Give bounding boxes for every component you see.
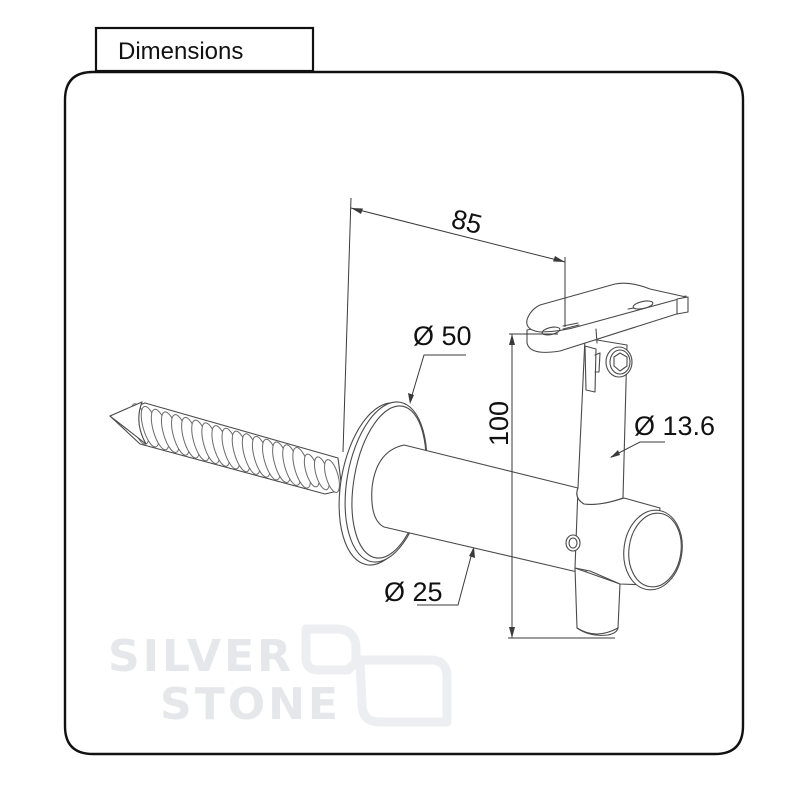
knuckle-slot: [584, 345, 597, 393]
extension-line-left: [342, 197, 352, 453]
screw-thread-ring: [324, 459, 340, 493]
vertical-post: [576, 337, 633, 505]
panel-tab: Dimensions: [94, 26, 315, 73]
tube-end-cap-rim: [628, 512, 682, 588]
dimension-height: 100: [484, 333, 615, 639]
set-screw-icon: [565, 534, 581, 552]
dimension-post-diameter: Ø 13.6: [610, 411, 715, 458]
post-body: [576, 337, 628, 505]
arrow-head-top: [509, 334, 515, 345]
leader-arrow-tube: [469, 547, 475, 558]
support-tube: [371, 444, 683, 636]
screw-threads: [130, 403, 340, 493]
saddle-slot-mark-right: [627, 307, 635, 310]
panel-title: Dimensions: [118, 38, 243, 65]
dimension-flange-diameter: Ø 50: [408, 321, 472, 404]
post-lower-bottom-edge: [576, 627, 619, 635]
dimension-projection: 85: [342, 197, 566, 453]
watermark-text-stone: STONE: [160, 679, 341, 730]
arrow-head-bottom: [509, 627, 515, 638]
tube-body: [371, 444, 587, 575]
saddle-slot-right: [632, 300, 654, 310]
watermark-leaf-upper-icon: [301, 624, 361, 675]
dimension-tube-diameter: Ø 25: [384, 547, 475, 607]
dimension-label-flange: Ø 50: [413, 321, 472, 351]
arrow-head-left: [351, 208, 363, 214]
arrow-head-right: [553, 256, 565, 262]
watermark-text-silver: SILVER: [108, 631, 294, 682]
knuckle-notch: [594, 352, 601, 373]
panel-tab-box: [94, 26, 315, 73]
screw-tip: [109, 401, 147, 445]
dimension-label-tube: Ø 25: [384, 577, 443, 607]
watermark-leaf-lower-icon: [355, 655, 452, 727]
handrail-saddle: [526, 282, 689, 353]
dimension-label-85: 85: [449, 204, 485, 240]
leader-line-tube: [417, 548, 474, 606]
leader-arrow-post: [610, 450, 620, 458]
set-screw-socket: [568, 537, 578, 549]
hex-socket-icon: [613, 352, 628, 372]
tube-end-cap: [623, 509, 683, 591]
leader-line-post: [610, 441, 665, 458]
leader-line-flange: [409, 354, 466, 403]
dimension-label-100: 100: [484, 401, 514, 446]
saddle-seam: [595, 328, 598, 344]
saddle-end-lip: [676, 296, 689, 315]
watermark-logo: SILVER STONE: [108, 624, 452, 730]
panel-frame: [63, 70, 745, 756]
dimension-line-85: [350, 207, 566, 263]
dimension-label-post: Ø 13.6: [634, 411, 715, 441]
leader-arrow-flange: [408, 393, 414, 404]
wood-screw: [109, 401, 343, 495]
hex-screw-rim: [609, 349, 631, 375]
